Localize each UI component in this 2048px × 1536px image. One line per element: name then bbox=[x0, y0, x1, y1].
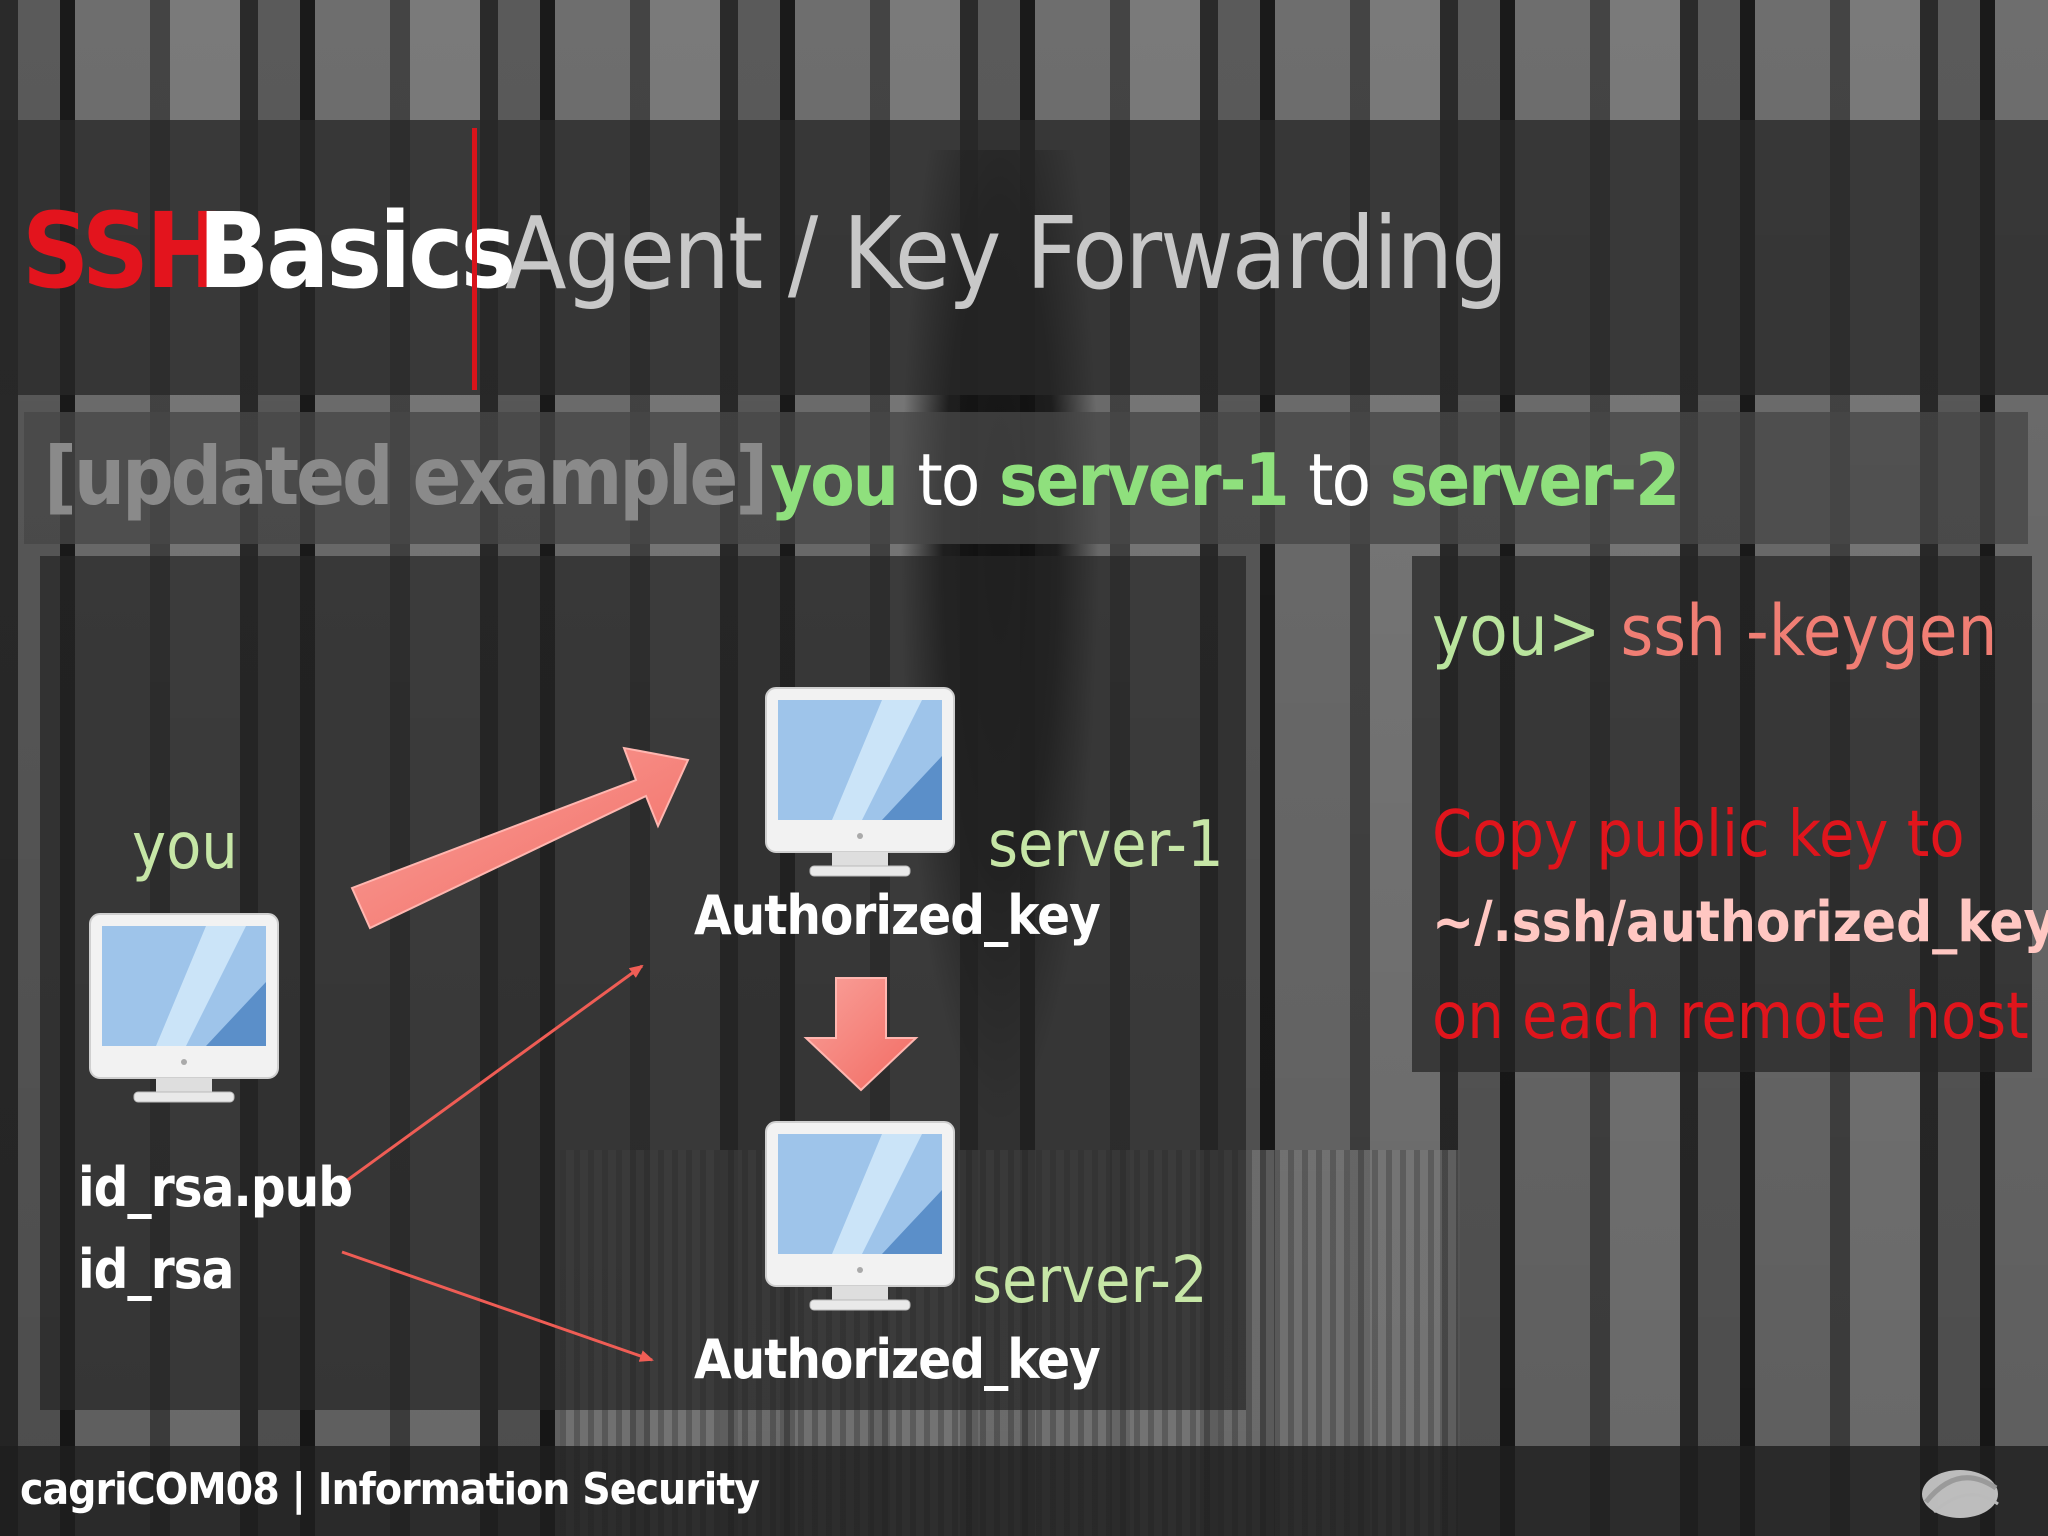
route-server-2: server-2 bbox=[1389, 438, 1681, 522]
footer-brand: cagriCOM08 | bbox=[20, 1464, 306, 1515]
thin-arrow-pub-to-server1 bbox=[341, 964, 644, 1186]
computer-monitor-icon bbox=[765, 687, 955, 877]
you-label: you bbox=[132, 810, 238, 884]
computer-monitor-icon bbox=[765, 1121, 955, 1311]
computer-monitor-icon bbox=[89, 913, 279, 1103]
subheader-label: [updated example] bbox=[44, 430, 768, 523]
keygen-command: you> ssh -keygen bbox=[1432, 590, 1997, 672]
route-server-1: server-1 bbox=[998, 438, 1290, 522]
file-id-rsa-pub: id_rsa.pub bbox=[78, 1156, 353, 1219]
footer-bar bbox=[0, 1446, 2048, 1536]
prompt-text: you> bbox=[1432, 590, 1601, 672]
title-basics: Basics bbox=[198, 190, 516, 312]
notes-panel bbox=[1412, 556, 2032, 1072]
title-bar bbox=[0, 120, 2048, 395]
command-text: ssh -keygen bbox=[1620, 590, 1998, 672]
route-to-1: to bbox=[917, 438, 980, 522]
subheader-bar bbox=[24, 412, 2028, 544]
route-you: you bbox=[770, 438, 899, 522]
route-to-2: to bbox=[1308, 438, 1371, 522]
note-copy-key: Copy public key to bbox=[1432, 798, 1965, 872]
thin-arrow-rsa-to-server2 bbox=[341, 1250, 654, 1362]
note-authorized-keys-path: ~/.ssh/authorized_keys bbox=[1432, 890, 2048, 955]
route-text: you to server-1 to server-2 bbox=[770, 438, 1681, 522]
server-1-authorized-key: Authorized_key bbox=[694, 884, 1101, 947]
footer-section: Information Security bbox=[317, 1464, 760, 1515]
title-ssh: SSH bbox=[22, 190, 224, 312]
server-2-label: server-2 bbox=[972, 1244, 1208, 1318]
file-id-rsa: id_rsa bbox=[78, 1238, 234, 1301]
logo-icon bbox=[1922, 1470, 1999, 1518]
server-2-authorized-key: Authorized_key bbox=[694, 1328, 1101, 1391]
title-subtitle: Agent / Key Forwarding bbox=[505, 195, 1508, 312]
server-1-label: server-1 bbox=[988, 808, 1224, 882]
note-each-host: on each remote host bbox=[1432, 980, 2029, 1054]
footer-text: cagriCOM08 | Information Security bbox=[20, 1464, 760, 1515]
block-arrow-icon bbox=[350, 746, 690, 930]
down-arrow-icon bbox=[803, 977, 919, 1092]
title-divider bbox=[472, 128, 477, 390]
